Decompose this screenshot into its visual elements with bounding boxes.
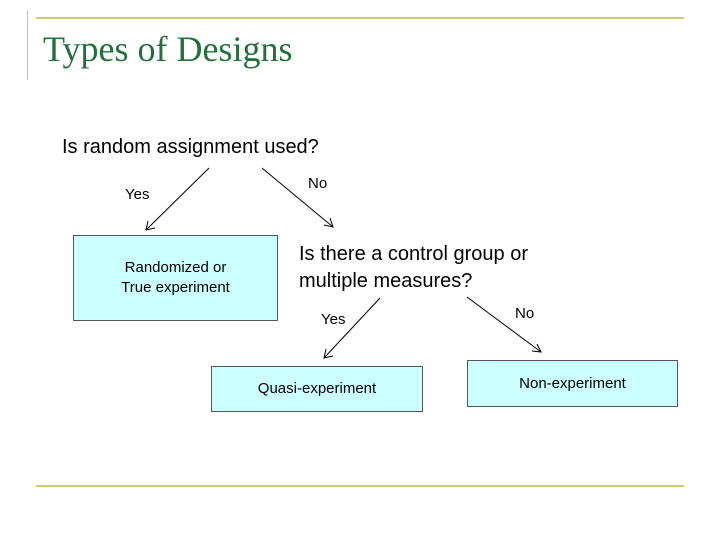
side-divider [27,10,28,80]
label-q2-yes: Yes [321,311,346,328]
arrow-q1-no [261,167,334,228]
outcome-randomized-line-1: Randomized or [124,259,227,276]
outcome-randomized-experiment: Randomized or True experiment [73,235,278,321]
outcome-non-label: Non-experiment [519,374,626,392]
arrow-q1-yes [145,167,210,231]
outcome-quasi-label: Quasi-experiment [257,380,377,397]
question-random-assignment: Is random assignment used? [62,136,319,158]
arrow-q2-yes [323,297,381,359]
top-divider [36,17,684,19]
question-control-group-line-1: Is there a control group or [299,243,529,265]
label-q2-no: No [515,305,535,322]
label-q1-no: No [308,175,328,192]
arrow-q1-yes-head [145,220,156,231]
question-control-group: Is there a control group or multiple mea… [299,241,528,295]
label-q1-yes: Yes [125,186,150,203]
arrow-q1-no-head [323,217,334,228]
arrow-q2-no [466,296,542,353]
outcome-quasi-experiment: Quasi-experiment [211,366,423,412]
outcome-randomized-line-2: True experiment [121,279,230,296]
arrow-q2-yes-head [323,348,334,359]
arrow-q2-no-head [531,343,542,353]
slide-title: Types of Designs [43,29,293,69]
question-control-group-line-2: multiple measures? [299,270,473,292]
bottom-divider [36,485,684,487]
outcome-non-experiment: Non-experiment [467,360,678,407]
